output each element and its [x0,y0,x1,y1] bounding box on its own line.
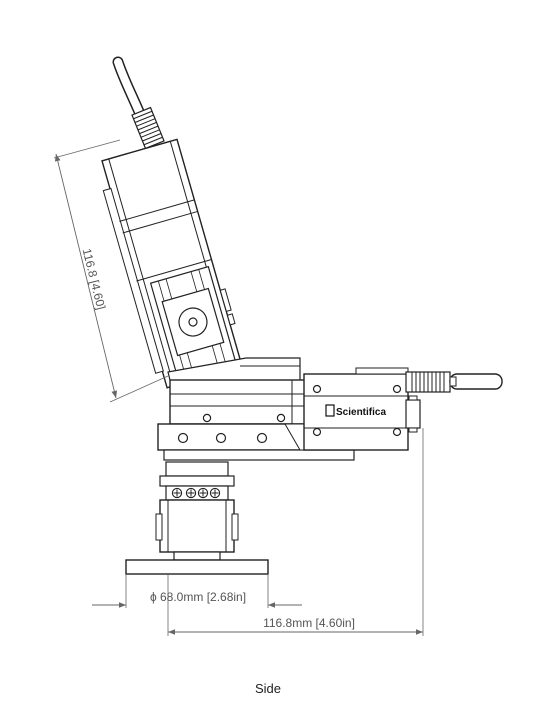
side-cable [449,373,503,390]
dimension-label-height: 116.8 [4.60] [80,247,109,311]
main-stage-body [157,379,355,461]
base-plate [125,559,269,575]
motor-housing [101,138,243,389]
dimension-value: 68.0mm [160,590,203,604]
dimension-alt-value: [4.60in] [312,616,355,630]
height-dimension: 116.8 [4.60] [53,139,169,403]
dimension-value: 116.8mm [263,616,312,630]
scientifica-logo: Scientifica [325,404,386,418]
brand-label: Scientifica [336,407,386,418]
dimension-alt-value: [2.68in] [203,590,246,604]
lower-mount [155,461,239,561]
dimension-symbol: ϕ [150,590,160,604]
right-stage-block [303,367,421,451]
base-diameter-dimension: ϕ 68.0mm [2.68in] [92,574,302,608]
cable-connector-ribbed [131,106,165,150]
top-cable [112,56,146,120]
length-dimension: 116.8mm [4.60in] [167,428,424,636]
side-connector-ribbed [405,371,451,393]
dimension-value: 116.8 [80,247,101,279]
view-caption: Side [254,681,282,696]
dimension-label-base-diameter: ϕ 68.0mm [2.68in] [150,590,246,604]
dimension-label-length: 116.8mm [4.60in] [263,616,355,630]
